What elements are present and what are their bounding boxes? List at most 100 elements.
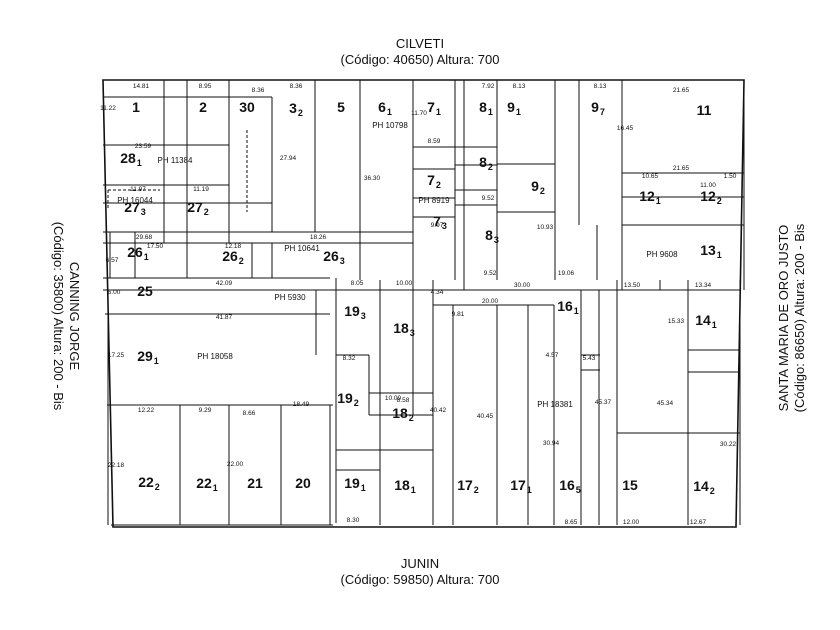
measurement-label: 20.00 [482, 298, 499, 305]
measurement-label: 8.13 [513, 83, 526, 90]
measurement-label: 22.18 [108, 462, 125, 469]
measurement-label: 42.09 [216, 280, 233, 287]
measurement-label: 10.00 [396, 280, 413, 287]
parcel-label-p91: 91 [507, 99, 521, 117]
measurement-label: 6.00 [108, 289, 121, 296]
measurement-label: 8.65 [565, 519, 578, 526]
parcel-label-p141: 141 [695, 312, 717, 330]
parcel-label-p161: 161 [557, 298, 579, 316]
block-outline [102, 79, 745, 528]
measurement-label: 21.65 [673, 87, 690, 94]
measurement-label: 8.59 [428, 138, 441, 145]
parcel-label-p192: 192 [337, 390, 359, 408]
measurement-label: 9.29 [199, 407, 212, 414]
street-bottom-name: JUNIN [400, 556, 440, 571]
measurement-label: 9.97 [431, 222, 444, 229]
measurement-label: 4.57 [546, 352, 559, 359]
ph-label: PH 18058 [197, 352, 233, 361]
parcel-label-p71: 71 [427, 99, 441, 117]
parcel-label-p121: 121 [639, 188, 661, 206]
measurement-label: 36.30 [364, 175, 381, 182]
parcel-label-p191: 191 [344, 475, 366, 493]
measurement-label: 15.33 [668, 318, 685, 325]
ph-label: PH 9608 [646, 250, 678, 259]
parcel-label-p291: 291 [137, 348, 159, 366]
measurement-label: 10.65 [642, 173, 659, 180]
measurement-label: 21.65 [673, 165, 690, 172]
measurement-label: 8.36 [290, 83, 303, 90]
measurement-label: 11.00 [700, 182, 716, 189]
measurement-label: 12.00 [623, 519, 640, 526]
measurement-label: 45.34 [657, 400, 674, 407]
measurement-label: 14.81 [133, 83, 150, 90]
measurement-label: 8.32 [343, 355, 356, 362]
parcel-label-p262: 262 [222, 248, 244, 266]
measurement-label: 23.59 [135, 143, 152, 150]
measurement-label: 45.37 [595, 399, 612, 406]
parcel-label-p15: 15 [622, 477, 638, 493]
parcel-label-p6: 61 [378, 99, 392, 117]
measurement-label: 8.95 [199, 83, 212, 90]
parcel-label-p263: 263 [323, 248, 345, 266]
measurement-label: 18.26 [310, 234, 327, 241]
measurement-label: 8.05 [351, 280, 364, 287]
ph-label: PH 8919 [418, 196, 450, 205]
parcel-label-p11: 11 [697, 102, 712, 118]
measurement-label: 8.58 [397, 397, 410, 404]
parcel-label-p3: 32 [289, 100, 303, 118]
parcel-label-p131: 131 [700, 242, 722, 260]
measurement-label: 30.00 [514, 282, 531, 289]
parcel-label-p28: 281 [120, 150, 142, 168]
parcel-label-p5: 5 [337, 99, 345, 115]
street-top: CILVETI (Código: 40650) Altura: 700 [0, 36, 840, 68]
parcel-label-p183: 183 [393, 320, 415, 338]
parcel-label-p165: 165 [559, 477, 581, 495]
measurement-label: 4.34 [431, 289, 444, 296]
parcel-label-p182: 182 [392, 405, 414, 423]
parcel-label-p25: 25 [137, 283, 153, 299]
measurement-label: 1.50 [724, 173, 737, 180]
parcel-label-p272: 272 [187, 199, 209, 217]
ph-label: PH 10641 [284, 244, 320, 253]
measurement-label: 13.34 [695, 282, 712, 289]
measurement-label: 10.00 [385, 395, 402, 402]
measurement-label: 11.70 [411, 110, 427, 117]
street-top-name: CILVETI [395, 36, 445, 51]
measurement-label: 17.50 [147, 243, 164, 250]
parcel-label-p261: 261 [127, 244, 149, 262]
parcel-label-p72: 72 [427, 172, 441, 190]
ph-label: PH 18381 [537, 400, 573, 409]
measurement-label: 27.94 [280, 155, 297, 162]
parcel-label-p1: 1 [132, 99, 140, 115]
parcel-label-p30: 30 [239, 99, 255, 115]
street-bottom: JUNIN (Código: 59850) Altura: 700 [0, 556, 840, 588]
measurement-label: 12.22 [138, 407, 155, 414]
parcel-label-p2: 2 [199, 99, 207, 115]
parcel-label-p82: 82 [479, 154, 493, 172]
measurement-label: 11.97 [130, 186, 146, 193]
measurement-label: 6.57 [106, 257, 119, 264]
measurement-label: 41.87 [216, 314, 233, 321]
measurement-label: 7.92 [482, 83, 495, 90]
measurement-label: 19.06 [558, 270, 575, 277]
parcel-label-p221: 221 [196, 475, 218, 493]
measurement-label: 9.81 [452, 311, 465, 318]
measurement-label: 17.25 [108, 352, 125, 359]
parcel-label-p122: 122 [700, 188, 722, 206]
parcel-label-p171: 171 [510, 477, 532, 495]
measurement-label: 40.42 [430, 407, 447, 414]
parcel-label-p97: 97 [591, 99, 605, 117]
measurement-label: 30.94 [543, 440, 560, 447]
measurement-label: 12.18 [225, 243, 242, 250]
measurement-label: 16.45 [617, 125, 634, 132]
street-top-info: (Código: 40650) Altura: 700 [340, 52, 500, 67]
ph-label: PH 16044 [117, 196, 153, 205]
measurement-label: 5.43 [583, 355, 596, 362]
parcel-label-p142: 142 [693, 478, 715, 496]
measurement-label: 8.36 [252, 87, 265, 94]
measurement-label: 29.68 [136, 234, 153, 241]
parcel-label-p172: 172 [457, 477, 479, 495]
